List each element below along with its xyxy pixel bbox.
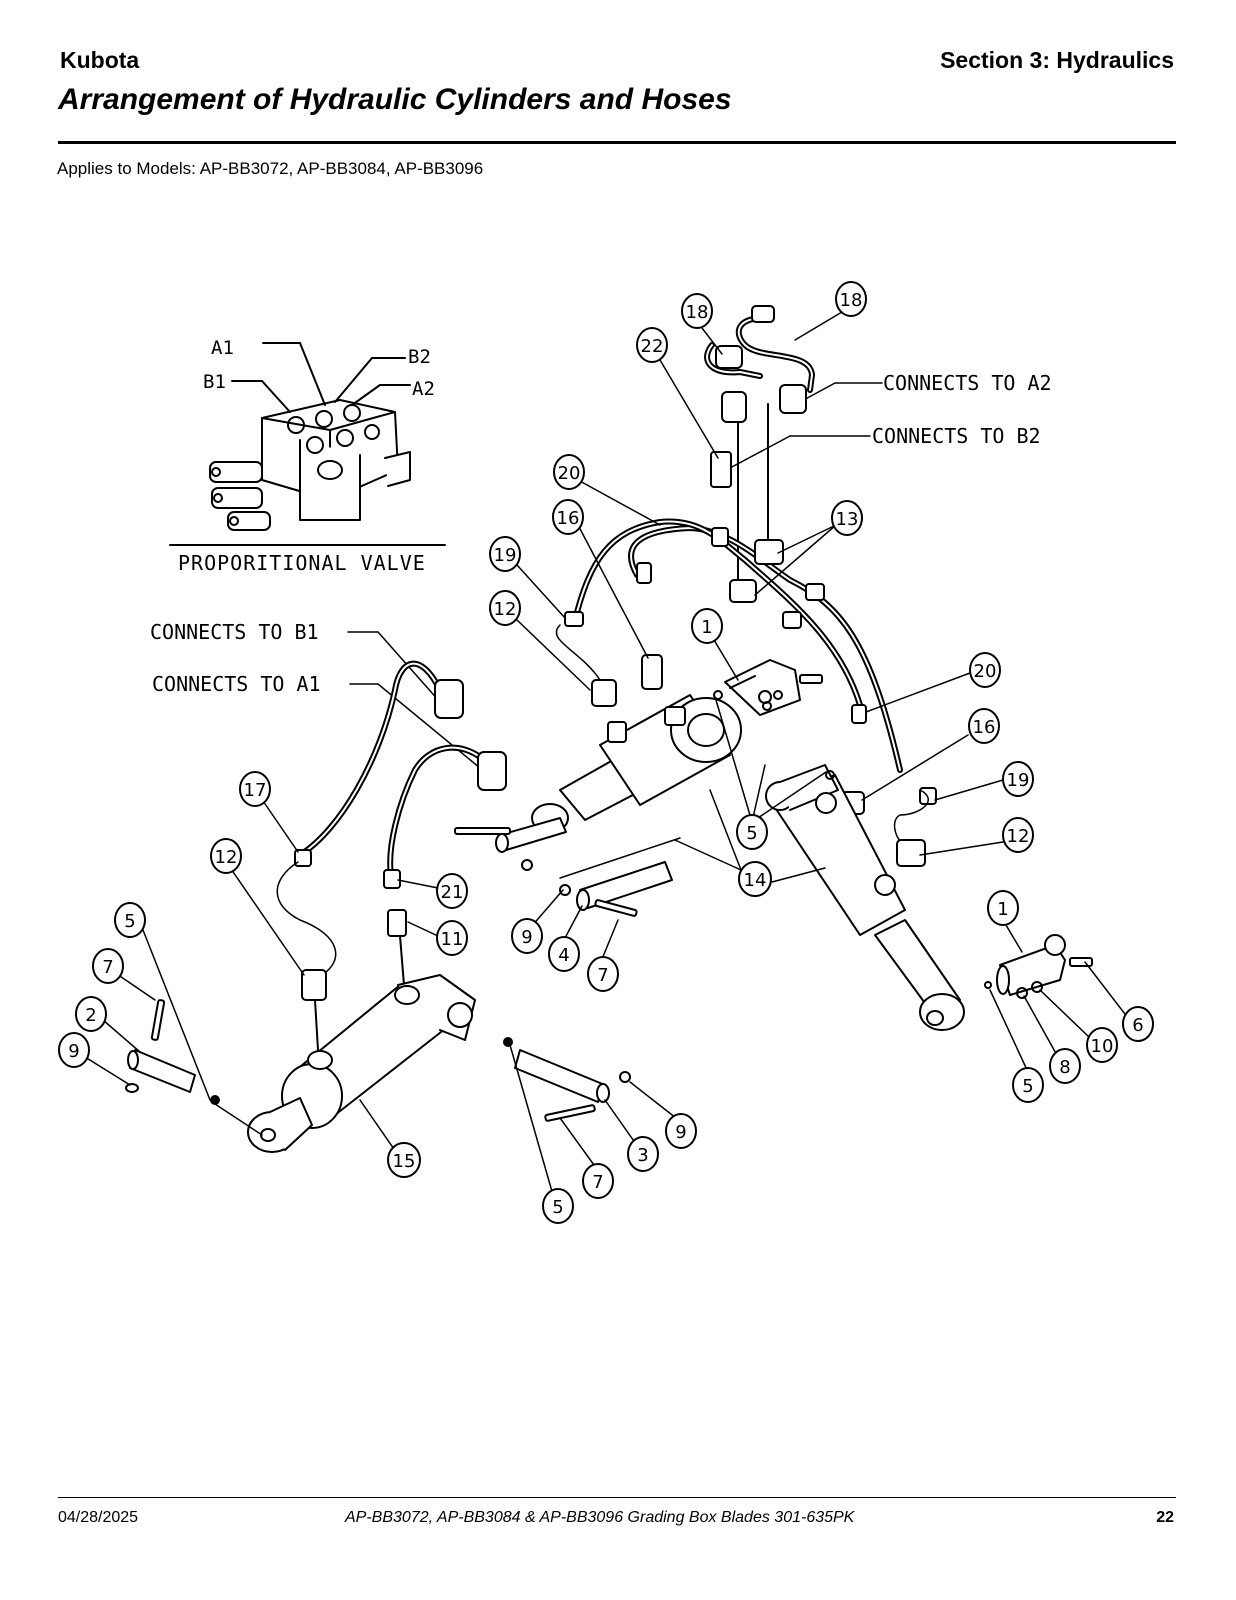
callout-connects-to-b1: CONNECTS TO B1 (150, 620, 319, 644)
svg-text:7: 7 (597, 965, 608, 986)
svg-text:12: 12 (494, 599, 517, 620)
svg-text:9: 9 (675, 1122, 686, 1143)
svg-text:18: 18 (840, 290, 863, 311)
balloon-7b: 7 (92, 948, 124, 984)
balloon-16b: 16 (968, 708, 1000, 744)
svg-text:11: 11 (441, 929, 464, 950)
balloon-1a: 1 (691, 608, 723, 644)
svg-text:7: 7 (102, 957, 113, 978)
brand-name: Kubota (60, 47, 140, 73)
svg-text:13: 13 (836, 509, 859, 530)
balloon-7c: 7 (582, 1163, 614, 1199)
balloon-19b: 19 (1002, 761, 1034, 797)
balloon-18b: 18 (835, 281, 867, 317)
balloon-9a: 9 (511, 918, 543, 954)
svg-text:7: 7 (592, 1172, 603, 1193)
svg-text:17: 17 (244, 780, 267, 801)
balloon-16a: 16 (552, 499, 584, 535)
svg-text:6: 6 (1132, 1015, 1143, 1036)
svg-text:10: 10 (1091, 1036, 1114, 1057)
svg-text:9: 9 (521, 927, 532, 948)
balloon-2: 2 (75, 996, 107, 1032)
balloon-9c: 9 (665, 1113, 697, 1149)
header-rule (58, 141, 1176, 144)
balloon-12a: 12 (489, 590, 521, 626)
callout-leaders (347, 382, 883, 769)
balloon-21: 21 (436, 873, 468, 909)
balloon-19a: 19 (489, 536, 521, 572)
balloon-13: 13 (831, 500, 863, 536)
svg-text:1: 1 (701, 617, 712, 638)
balloon-12c: 12 (210, 838, 242, 874)
svg-text:9: 9 (68, 1041, 79, 1062)
balloon-1b: 1 (987, 890, 1019, 926)
balloon-5a: 5 (736, 814, 768, 850)
svg-text:3: 3 (637, 1145, 648, 1166)
balloon-4: 4 (548, 936, 580, 972)
balloon-9b: 9 (58, 1032, 90, 1068)
svg-text:22: 22 (641, 336, 664, 357)
section-title: Section 3: Hydraulics (940, 47, 1174, 73)
svg-text:21: 21 (441, 882, 464, 903)
page-title: Arrangement of Hydraulic Cylinders and H… (58, 83, 732, 116)
port-label-b2: B2 (408, 346, 431, 368)
balloon-5d: 5 (542, 1188, 574, 1224)
svg-text:16: 16 (557, 508, 580, 529)
svg-text:5: 5 (552, 1197, 563, 1218)
balloon-5b: 5 (1012, 1067, 1044, 1103)
left-hoses (276, 660, 507, 1051)
svg-text:19: 19 (1007, 770, 1030, 791)
balloon-10: 10 (1086, 1027, 1118, 1063)
svg-text:12: 12 (215, 847, 238, 868)
balloon-15: 15 (387, 1142, 421, 1178)
balloon-14: 14 (738, 861, 772, 897)
right-cylinder (559, 764, 1093, 1031)
balloon-11: 11 (436, 920, 468, 956)
valve-caption: PROPORITIONAL VALVE (178, 551, 426, 575)
svg-text:5: 5 (746, 823, 757, 844)
balloon-callouts: 18 18 22 20 16 13 19 12 1 20 16 19 12 5 … (58, 281, 1154, 1224)
svg-text:18: 18 (686, 302, 709, 323)
svg-text:20: 20 (974, 661, 997, 682)
balloon-17: 17 (239, 771, 271, 807)
balloon-leaders (84, 311, 1129, 1196)
balloon-20b: 20 (969, 652, 1001, 688)
port-label-b1: B1 (203, 371, 226, 393)
page-number: 22 (1156, 1509, 1174, 1526)
balloon-22: 22 (636, 327, 668, 363)
svg-text:5: 5 (1022, 1076, 1033, 1097)
svg-text:14: 14 (744, 870, 767, 891)
footer-date: 04/28/2025 (58, 1509, 139, 1526)
svg-text:16: 16 (973, 717, 996, 738)
svg-text:1: 1 (997, 899, 1008, 920)
upper-left-cylinder (454, 659, 823, 871)
svg-text:19: 19 (494, 545, 517, 566)
callout-connects-to-a2: CONNECTS TO A2 (883, 371, 1052, 395)
port-label-a2: A2 (412, 378, 435, 400)
svg-text:5: 5 (124, 911, 135, 932)
balloon-8: 8 (1049, 1048, 1081, 1084)
balloon-20a: 20 (553, 454, 585, 490)
balloon-18a: 18 (681, 293, 713, 329)
balloon-6: 6 (1122, 1006, 1154, 1042)
proportional-valve (169, 342, 446, 546)
svg-text:2: 2 (85, 1005, 96, 1026)
balloon-3: 3 (627, 1136, 659, 1172)
callout-connects-to-b2: CONNECTS TO B2 (872, 424, 1041, 448)
svg-text:15: 15 (393, 1151, 416, 1172)
svg-text:4: 4 (558, 945, 569, 966)
balloon-5c: 5 (114, 902, 146, 938)
footer-rule (58, 1497, 1176, 1498)
svg-text:12: 12 (1007, 826, 1030, 847)
balloon-7a: 7 (587, 956, 619, 992)
balloon-12b: 12 (1002, 817, 1034, 853)
callout-connects-to-a1: CONNECTS TO A1 (152, 672, 321, 696)
footer-document-title: AP-BB3072, AP-BB3084 & AP-BB3096 Grading… (345, 1509, 855, 1526)
svg-text:8: 8 (1059, 1057, 1070, 1078)
applies-to-models: Applies to Models: AP-BB3072, AP-BB3084,… (57, 159, 484, 178)
port-label-a1: A1 (211, 337, 234, 359)
svg-text:20: 20 (558, 463, 581, 484)
